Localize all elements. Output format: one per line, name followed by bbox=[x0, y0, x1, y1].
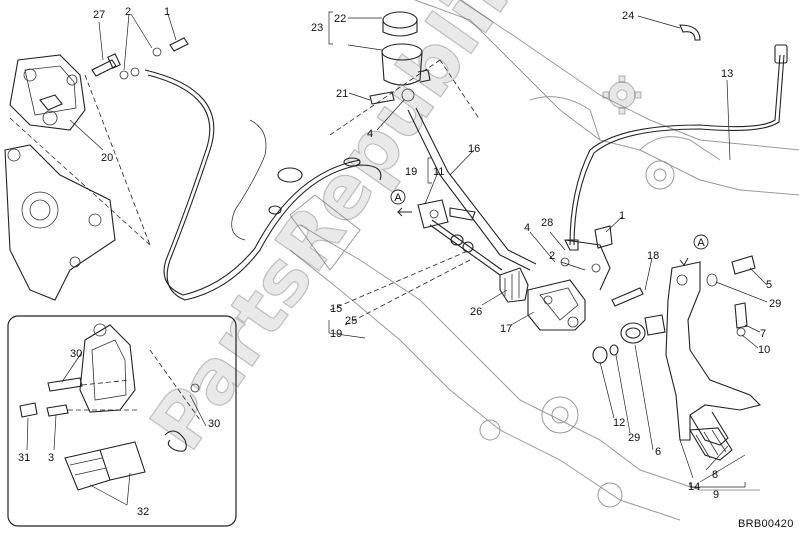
hose-clamp bbox=[679, 24, 701, 41]
caliper-bracket bbox=[4, 144, 116, 301]
pad-spring bbox=[164, 430, 187, 452]
callout-30: 30 bbox=[208, 418, 220, 430]
leader-lines bbox=[26, 13, 768, 506]
arrow-left-icon bbox=[396, 207, 412, 217]
frame-outline bbox=[289, 0, 799, 521]
callout-28: 28 bbox=[541, 217, 553, 229]
bleed-bolt bbox=[91, 53, 121, 77]
brake-pad bbox=[64, 449, 111, 491]
view-marker-a-right: A bbox=[679, 234, 709, 266]
brake-pedal bbox=[665, 261, 762, 461]
master-cylinder bbox=[527, 279, 586, 331]
washer bbox=[609, 344, 619, 356]
callout-3: 3 bbox=[48, 452, 54, 464]
callout-9: 9 bbox=[713, 489, 719, 501]
callout-17: 17 bbox=[500, 323, 512, 335]
callout-19: 19 bbox=[405, 166, 417, 178]
brake-fluid-reservoir bbox=[369, 11, 431, 105]
watermark-text: PartsRepublik bbox=[134, 0, 540, 465]
brackets bbox=[328, 11, 746, 488]
callout-circle-a-icon bbox=[390, 189, 406, 205]
callout-1: 1 bbox=[164, 6, 170, 18]
callout-2: 2 bbox=[125, 6, 131, 18]
pivot-bolt bbox=[611, 287, 644, 307]
callout-31: 31 bbox=[18, 452, 30, 464]
callout-4: 4 bbox=[367, 128, 373, 140]
callout-24: 24 bbox=[622, 10, 634, 22]
callout-4: 4 bbox=[524, 222, 530, 234]
callout-23: 23 bbox=[311, 22, 323, 34]
callout-27: 27 bbox=[93, 9, 105, 21]
banjo-bolt-1 bbox=[152, 37, 189, 57]
callout-circle-a-icon bbox=[693, 234, 709, 250]
callout-13: 13 bbox=[721, 68, 733, 80]
inset-caliper-detail bbox=[7, 315, 237, 527]
adjuster-bolt bbox=[706, 255, 756, 287]
callout-1: 1 bbox=[619, 210, 625, 222]
gear-icon bbox=[602, 75, 642, 115]
callout-18: 18 bbox=[647, 250, 659, 262]
callout-8: 8 bbox=[712, 469, 718, 481]
callout-21: 21 bbox=[336, 88, 348, 100]
callout-29: 29 bbox=[628, 432, 640, 444]
pedal-rubber bbox=[689, 427, 733, 461]
callout-32: 32 bbox=[137, 506, 149, 518]
banjo-bolt-2 bbox=[560, 225, 613, 291]
callout-16: 16 bbox=[468, 143, 480, 155]
brake-caliper bbox=[9, 54, 86, 131]
callout-30: 30 bbox=[70, 348, 82, 360]
rubber-boot bbox=[499, 267, 529, 303]
washer bbox=[119, 70, 129, 80]
callout-26: 26 bbox=[470, 306, 482, 318]
pushrod bbox=[429, 219, 503, 276]
washer bbox=[130, 67, 140, 77]
drawing-code: BRB00420 bbox=[738, 518, 794, 530]
brake-light-switch-cable bbox=[564, 44, 788, 251]
callout-25: 25 bbox=[345, 315, 357, 327]
view-marker-label: A bbox=[394, 192, 402, 204]
callout-22: 22 bbox=[334, 13, 346, 25]
reservoir-hose bbox=[407, 107, 537, 271]
view-marker-a-left: A bbox=[390, 189, 412, 217]
callout-10: 10 bbox=[758, 344, 770, 356]
callout-labels: 27 2 1 20 23 22 21 4 24 13 16 19 11 4 28… bbox=[18, 6, 781, 518]
return-spring bbox=[620, 314, 666, 344]
view-marker-label: A bbox=[697, 237, 705, 249]
clevis bbox=[417, 199, 476, 229]
callout-7: 7 bbox=[760, 328, 766, 340]
callout-5: 5 bbox=[766, 279, 772, 291]
callout-6: 6 bbox=[655, 446, 661, 458]
callout-14: 14 bbox=[688, 481, 700, 493]
washer bbox=[592, 346, 608, 364]
rear-brake-hose bbox=[144, 69, 382, 301]
callout-15: 15 bbox=[330, 303, 342, 315]
callout-11: 11 bbox=[433, 166, 444, 178]
stop-bolt bbox=[734, 302, 748, 337]
callout-20: 20 bbox=[101, 152, 113, 164]
callout-19: 19 bbox=[330, 328, 342, 340]
callout-12: 12 bbox=[613, 417, 625, 429]
pad-pin bbox=[47, 377, 83, 392]
callout-29: 29 bbox=[769, 298, 781, 310]
callout-2: 2 bbox=[549, 250, 555, 262]
watermark: PartsRepublik bbox=[134, 0, 642, 466]
